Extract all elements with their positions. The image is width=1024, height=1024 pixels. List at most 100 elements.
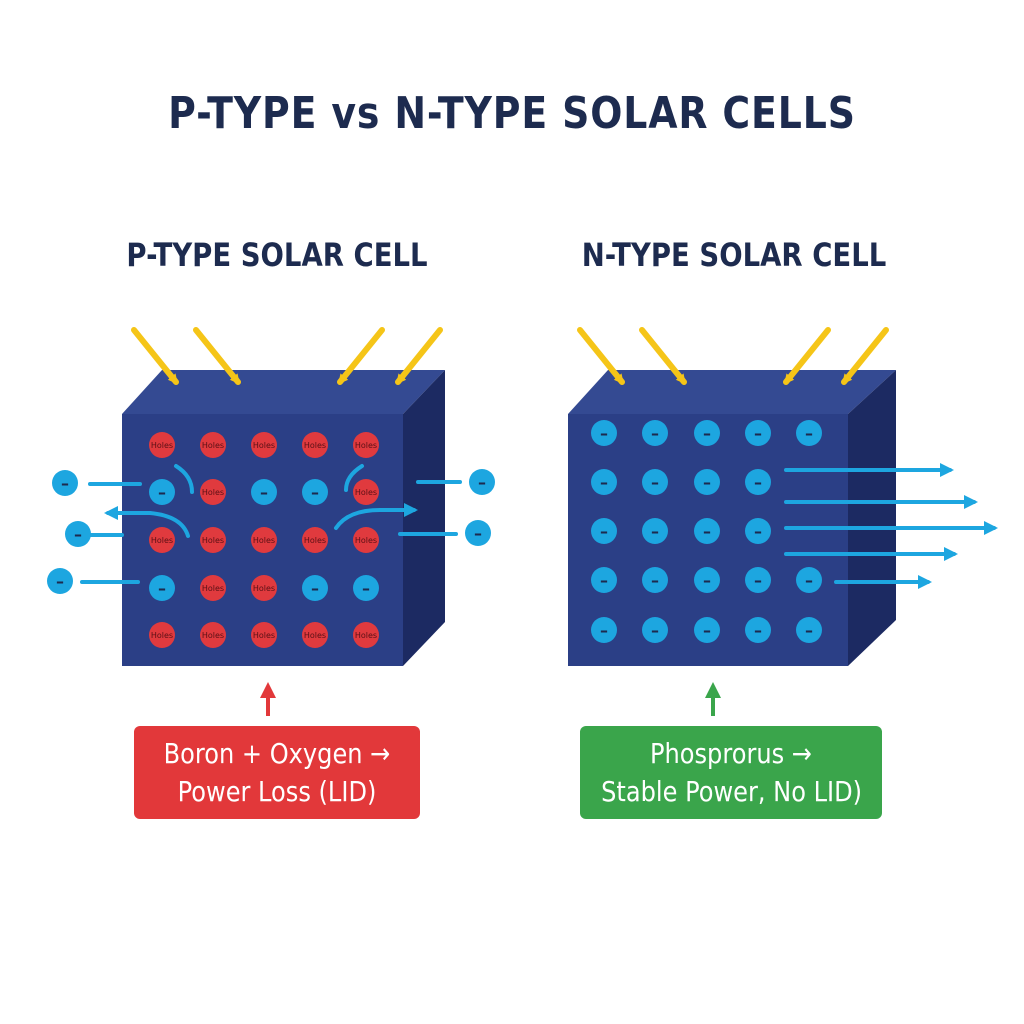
electron-symbol: – xyxy=(805,571,813,590)
sunlight-arrow-icon xyxy=(783,327,831,385)
p-type-label-box: Boron + Oxygen → Power Loss (LID) xyxy=(134,726,420,819)
electron-symbol: – xyxy=(474,524,482,543)
electron-icon xyxy=(591,469,617,495)
hole-icon xyxy=(251,527,277,553)
hole-label: Holes xyxy=(253,536,275,545)
main-title: P-TYPE vs N-TYPE SOLAR CELLS xyxy=(168,88,856,139)
electron-icon xyxy=(642,469,668,495)
hole-icon xyxy=(353,432,379,458)
hole-label: Holes xyxy=(202,584,224,593)
electron-icon xyxy=(469,469,495,495)
hole-label: Holes xyxy=(304,441,326,450)
electron-icon xyxy=(745,567,771,593)
hole-label: Holes xyxy=(304,631,326,640)
electron-icon xyxy=(149,479,175,505)
hole-icon xyxy=(353,479,379,505)
hole-icon xyxy=(149,622,175,648)
hole-icon xyxy=(302,432,328,458)
electron-symbol: – xyxy=(703,621,711,640)
electron-symbol: – xyxy=(600,621,608,640)
hole-label: Holes xyxy=(202,441,224,450)
electron-symbol: – xyxy=(651,522,659,541)
hole-icon xyxy=(353,622,379,648)
electron-icon xyxy=(47,568,73,594)
electron-icon xyxy=(52,470,78,496)
hole-label: Holes xyxy=(202,488,224,497)
electron-symbol: – xyxy=(754,571,762,590)
flow-curve xyxy=(148,511,190,538)
hole-label: Holes xyxy=(355,488,377,497)
p-cell-top xyxy=(122,370,445,414)
electron-symbol: – xyxy=(754,473,762,492)
electron-icon xyxy=(694,567,720,593)
electron-icon xyxy=(796,420,822,446)
hole-icon xyxy=(251,622,277,648)
p-type-heading: P-TYPE SOLAR CELL xyxy=(126,236,428,274)
electron-symbol: – xyxy=(703,522,711,541)
electron-symbol: – xyxy=(703,571,711,590)
sunlight-arrow-icon xyxy=(841,327,889,385)
electron-icon xyxy=(642,617,668,643)
p-cell-side xyxy=(403,370,445,666)
electron-symbol: – xyxy=(362,579,370,598)
hole-icon xyxy=(251,575,277,601)
flow-curve xyxy=(344,464,364,492)
hole-icon xyxy=(302,622,328,648)
n-box-line1: Phosprorus → xyxy=(649,736,812,770)
electron-icon xyxy=(796,617,822,643)
electron-symbol: – xyxy=(311,579,319,598)
electron-icon xyxy=(694,420,720,446)
electron-symbol: – xyxy=(600,424,608,443)
electron-symbol: – xyxy=(651,424,659,443)
electron-symbol: – xyxy=(56,572,64,591)
hole-label: Holes xyxy=(202,536,224,545)
hole-label: Holes xyxy=(355,536,377,545)
hole-label: Holes xyxy=(253,584,275,593)
hole-icon xyxy=(200,432,226,458)
hole-label: Holes xyxy=(355,441,377,450)
electron-icon xyxy=(591,617,617,643)
n-type-label-box: Phosprorus → Stable Power, No LID) xyxy=(580,726,882,819)
electron-symbol: – xyxy=(600,473,608,492)
hole-icon xyxy=(149,527,175,553)
electron-icon xyxy=(642,567,668,593)
electron-icon xyxy=(149,575,175,601)
p-box-line1: Boron + Oxygen → xyxy=(163,736,391,770)
hole-label: Holes xyxy=(304,536,326,545)
electron-icon xyxy=(745,518,771,544)
electron-symbol: – xyxy=(311,483,319,502)
electron-icon xyxy=(694,518,720,544)
electron-icon xyxy=(694,469,720,495)
hole-label: Holes xyxy=(253,441,275,450)
electron-icon xyxy=(796,567,822,593)
hole-icon xyxy=(251,432,277,458)
electron-symbol: – xyxy=(754,621,762,640)
n-type-heading: N-TYPE SOLAR CELL xyxy=(581,236,887,274)
electron-icon xyxy=(591,518,617,544)
hole-label: Holes xyxy=(151,631,173,640)
hole-label: Holes xyxy=(355,631,377,640)
flow-arrow-curve xyxy=(334,503,418,530)
electron-icon xyxy=(302,479,328,505)
electron-symbol: – xyxy=(61,474,69,493)
hole-icon xyxy=(149,432,175,458)
electron-symbol: – xyxy=(74,525,82,544)
electron-icon xyxy=(251,479,277,505)
n-box-line2: Stable Power, No LID) xyxy=(601,774,863,808)
electron-symbol: – xyxy=(805,621,813,640)
hole-icon xyxy=(200,479,226,505)
sunlight-arrow-icon xyxy=(193,327,241,385)
electron-icon xyxy=(642,518,668,544)
n-type-flow xyxy=(784,463,998,589)
flow-curve xyxy=(174,464,194,494)
electron-icon xyxy=(642,420,668,446)
sunlight-arrows xyxy=(131,327,889,385)
electron-symbol: – xyxy=(260,483,268,502)
electron-symbol: – xyxy=(651,473,659,492)
hole-icon xyxy=(302,527,328,553)
sunlight-arrow-icon xyxy=(337,327,385,385)
electron-icon xyxy=(65,521,91,547)
electron-icon xyxy=(353,575,379,601)
electron-symbol: – xyxy=(600,571,608,590)
